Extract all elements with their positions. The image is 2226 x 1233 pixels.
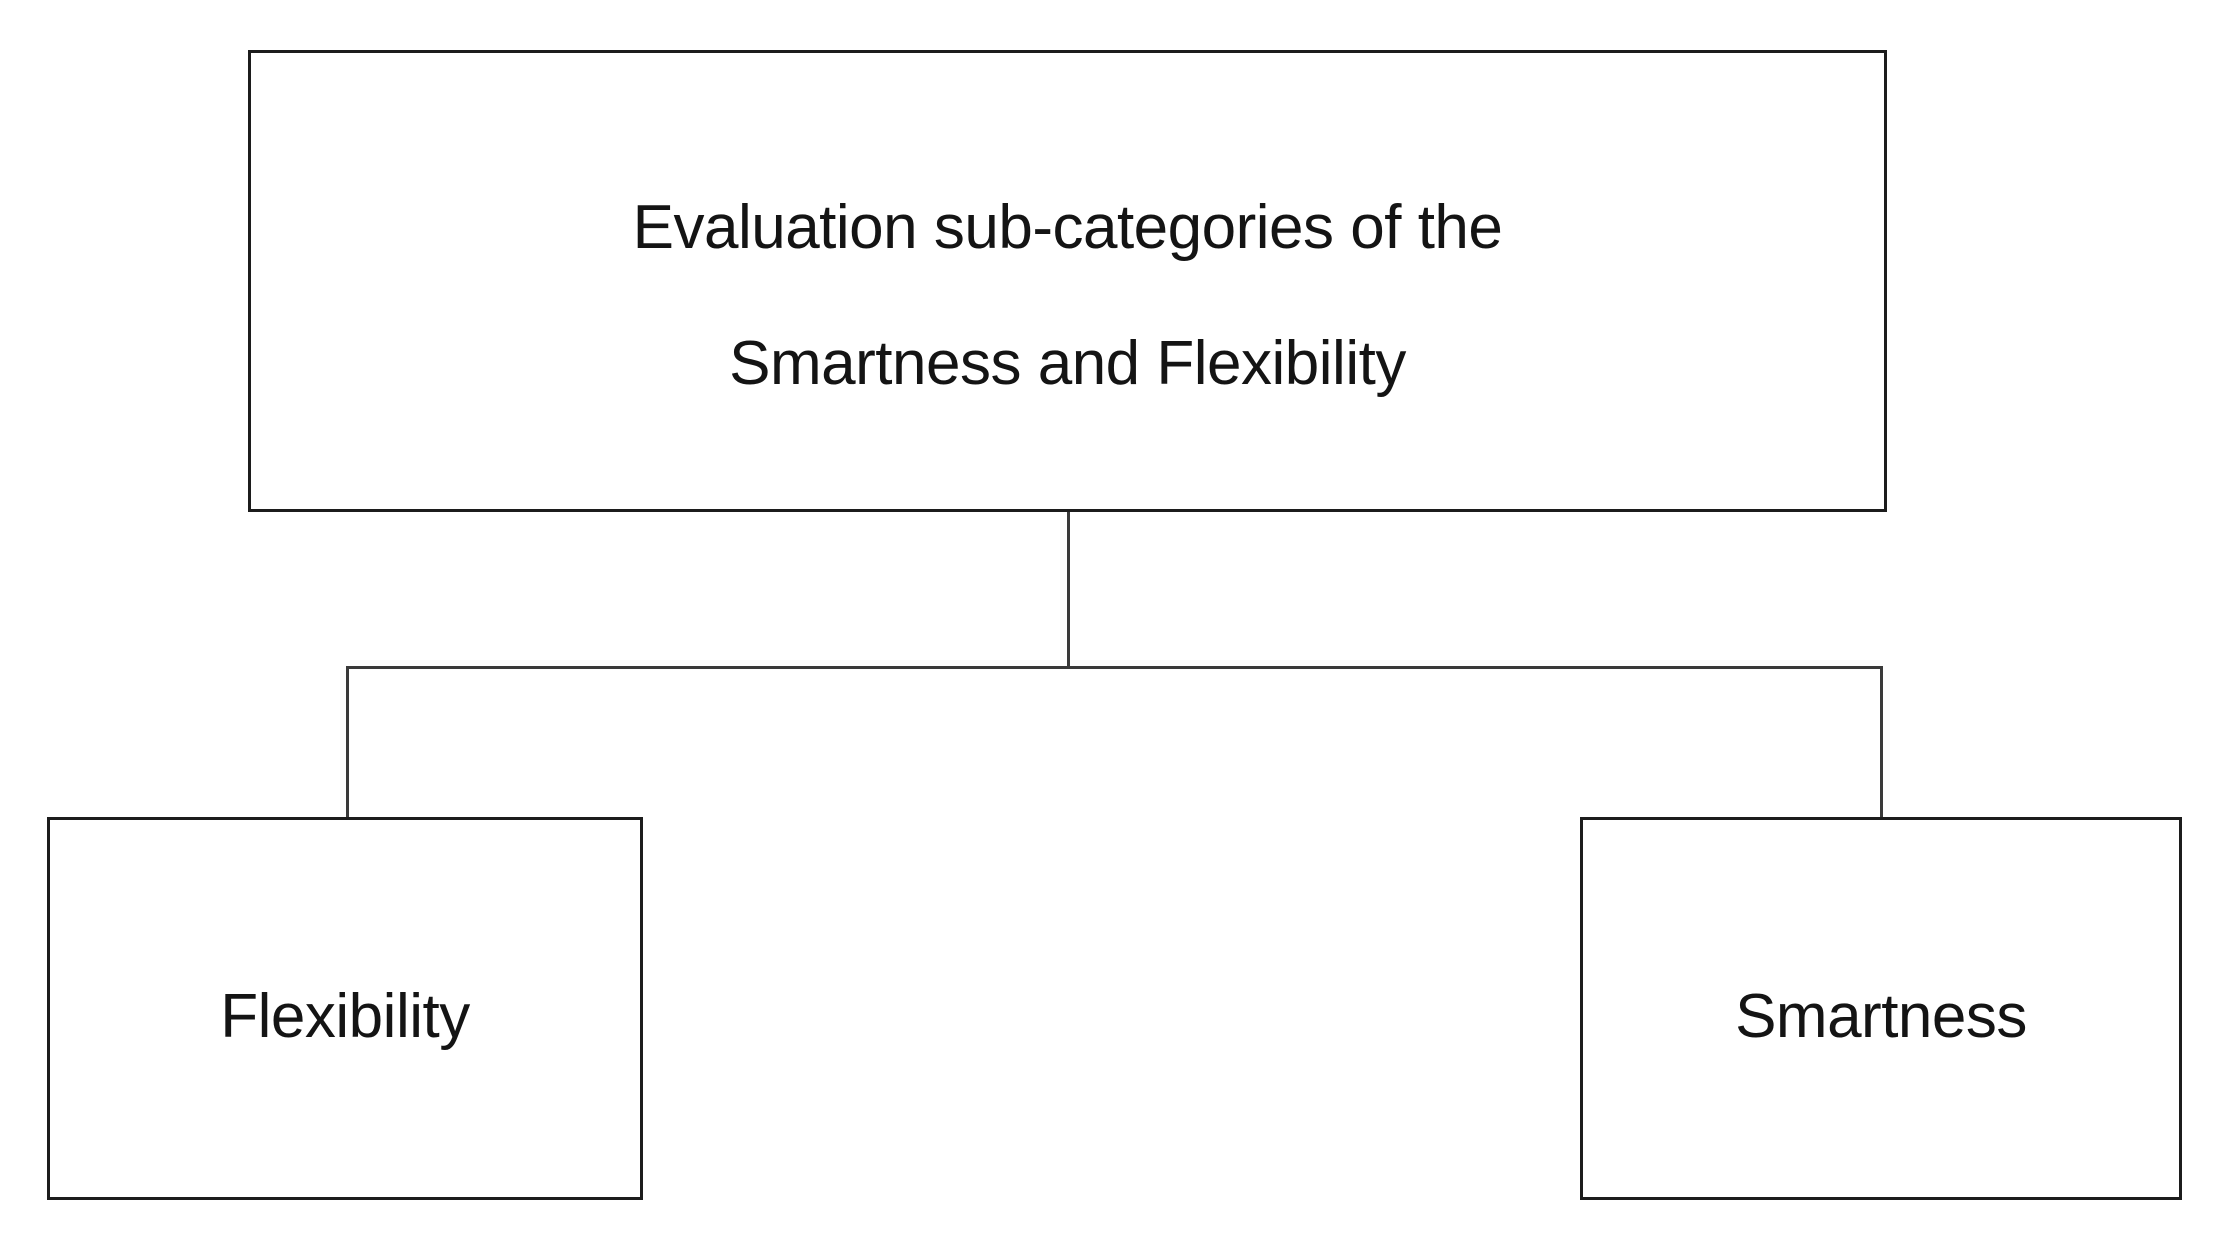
child-node-smartness: Smartness	[1580, 817, 2182, 1200]
child-node-flexibility: Flexibility	[47, 817, 643, 1200]
connector-drop-line-smartness	[1880, 666, 1883, 817]
connector-stem-line	[1067, 512, 1070, 669]
connector-horizontal-line	[346, 666, 1883, 669]
connector-drop-line-flexibility	[346, 666, 349, 817]
root-node-label-line1: Evaluation sub-categories of the	[632, 193, 1503, 262]
child-node-flexibility-label: Flexibility	[220, 981, 470, 1051]
child-node-smartness-label: Smartness	[1735, 981, 2027, 1051]
root-node-label-line2: Smartness and Flexibility	[729, 329, 1406, 398]
root-node-evaluation-subcategories: Evaluation sub-categories of the Smartne…	[248, 50, 1887, 512]
